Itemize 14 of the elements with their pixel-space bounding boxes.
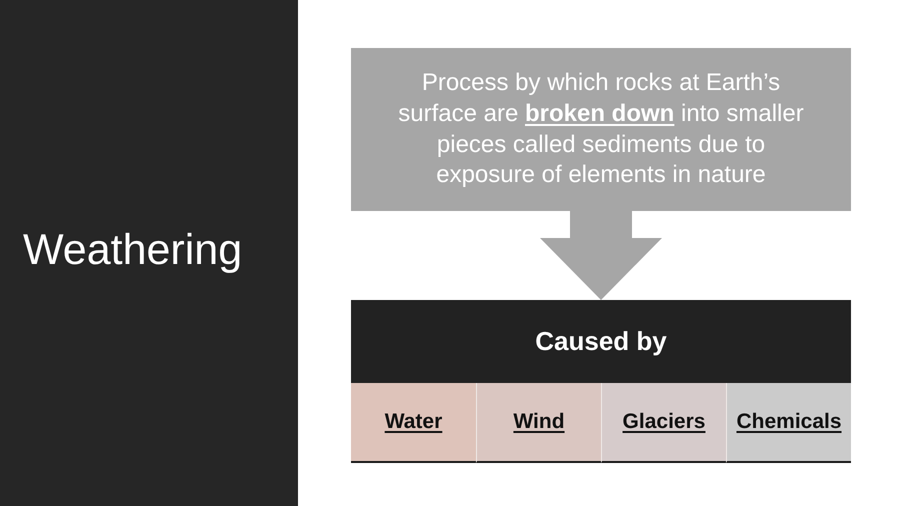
table-cell [601,383,726,463]
definition-text: Process by which rocks at Earth’s surface are broken down into smaller pieces called sediments due to exposure of elements in nature [397,68,805,190]
header-band [351,300,851,383]
slide-title: Weathering [23,225,242,276]
table-cell [351,383,476,463]
table-cell [726,383,851,463]
cause-label: Wind [513,408,565,435]
cause-label: Chemicals [736,408,842,435]
definition-box [351,48,851,211]
table-cell [476,383,601,463]
cause-label: Water [384,408,442,435]
block-arrow [540,211,662,300]
header-text: Caused by [535,324,667,358]
cause-label: Glaciers [622,408,706,435]
